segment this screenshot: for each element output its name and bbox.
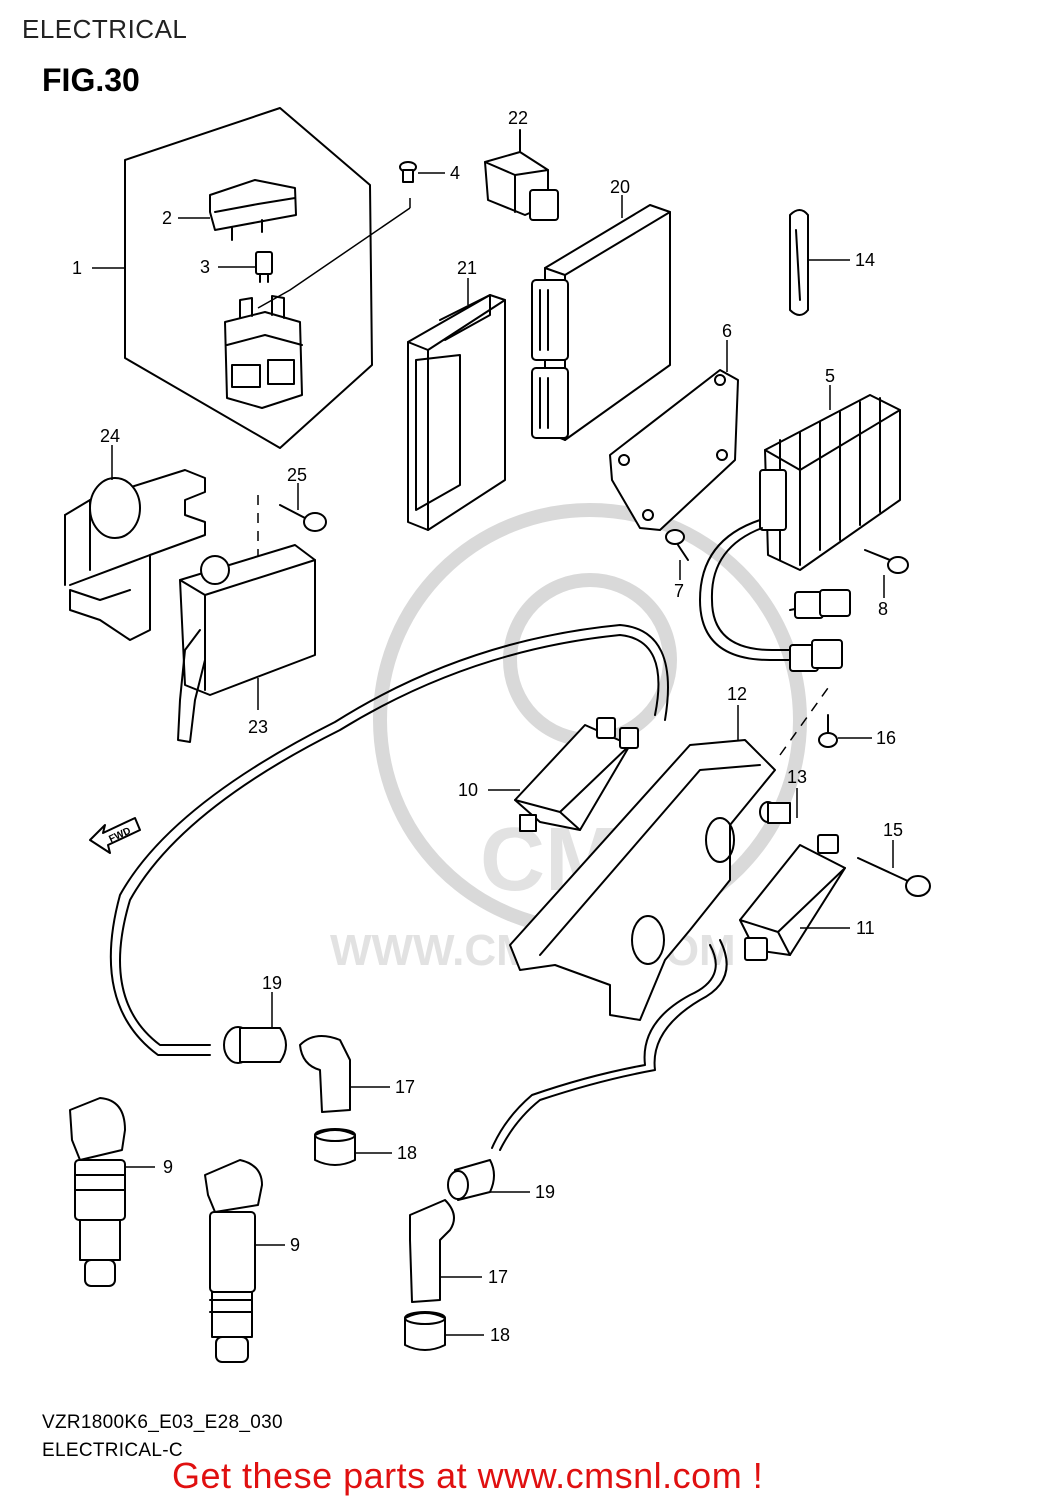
part-17-plug-boot-lower xyxy=(409,1199,455,1303)
part-17-plug-boot-upper xyxy=(299,1035,351,1113)
part-21-ecm-cover xyxy=(407,294,506,531)
callout-19-lower: 19 xyxy=(535,1182,555,1202)
model-code: VZR1800K6_E03_E28_030 xyxy=(42,1412,283,1433)
callout-24: 24 xyxy=(100,426,120,446)
part-22-relay xyxy=(484,129,559,221)
callout-21: 21 xyxy=(457,258,477,278)
callout-5: 5 xyxy=(825,366,835,386)
callout-17-upper: 17 xyxy=(395,1077,415,1097)
callout-13: 13 xyxy=(787,767,807,787)
callout-7: 7 xyxy=(674,581,684,601)
callout-2: 2 xyxy=(162,208,172,228)
callout-11: 11 xyxy=(856,918,875,938)
callout-numbers: 1 2 3 4 5 6 7 8 9 9 10 11 12 13 14 15 16… xyxy=(72,108,903,1345)
callout-9-right: 9 xyxy=(290,1235,300,1255)
callout-3: 3 xyxy=(200,257,210,277)
part-20-ecm-unit xyxy=(531,204,671,441)
callout-23: 23 xyxy=(248,717,268,737)
part-24-holder xyxy=(64,469,206,641)
leader-lines xyxy=(92,130,894,1336)
part-14-rubber-strap xyxy=(789,209,809,316)
starter-relay-body xyxy=(224,295,303,409)
diagram-subtitle: ELECTRICAL-C xyxy=(42,1440,183,1461)
callout-12: 12 xyxy=(727,684,747,704)
part-5-regulator-rectifier xyxy=(699,394,901,672)
callout-22: 22 xyxy=(508,108,528,128)
part-6-bracket xyxy=(609,369,739,531)
part-23-sensor-module xyxy=(177,544,316,743)
part-4-screw xyxy=(399,161,417,183)
callout-15: 15 xyxy=(883,820,903,840)
part-9-plug-coil-left xyxy=(69,1097,126,1287)
callout-9-left: 9 xyxy=(163,1157,173,1177)
part-13-spacer xyxy=(759,801,791,824)
promo-link-text[interactable]: Get these parts at www.cmsnl.com ! xyxy=(172,1455,764,1496)
part-12-coil-bracket xyxy=(509,739,776,1021)
callout-16: 16 xyxy=(876,728,896,748)
part-18-seal-upper xyxy=(314,1128,356,1166)
callout-17-lower: 17 xyxy=(488,1267,508,1287)
callout-19-upper: 19 xyxy=(262,973,282,993)
callout-25: 25 xyxy=(287,465,307,485)
part-18-seal-lower xyxy=(404,1311,446,1351)
callout-20: 20 xyxy=(610,177,630,197)
callout-10: 10 xyxy=(458,780,478,800)
part-25-bolt xyxy=(257,495,327,575)
part-16-bolt xyxy=(779,687,838,756)
callout-6: 6 xyxy=(722,321,732,341)
high-tension-leads xyxy=(109,624,728,1151)
part-11-ignition-coil xyxy=(739,834,846,961)
part-7-bolt xyxy=(665,529,689,561)
part-19-plug-cap-lower xyxy=(447,1159,495,1201)
part-2-relay-cover xyxy=(209,179,297,241)
callout-14: 14 xyxy=(855,250,875,270)
callout-1: 1 xyxy=(72,258,82,278)
part-15-long-bolt xyxy=(857,857,931,897)
figure-label: FIG.30 xyxy=(42,62,140,98)
callout-18-lower: 18 xyxy=(490,1325,510,1345)
part-1-relay-assembly xyxy=(124,107,411,449)
part-19-plug-cap-upper xyxy=(223,1026,287,1064)
part-9-plug-coil-right xyxy=(204,1159,263,1363)
forward-arrow-icon: FWD xyxy=(89,817,141,854)
part-10-ignition-coil xyxy=(514,717,639,832)
part-8-bolt xyxy=(864,549,909,574)
part-3-fuse xyxy=(255,251,273,283)
callout-18-upper: 18 xyxy=(397,1143,417,1163)
callout-8: 8 xyxy=(878,599,888,619)
callout-4: 4 xyxy=(450,163,460,183)
page-title: ELECTRICAL xyxy=(22,14,188,44)
